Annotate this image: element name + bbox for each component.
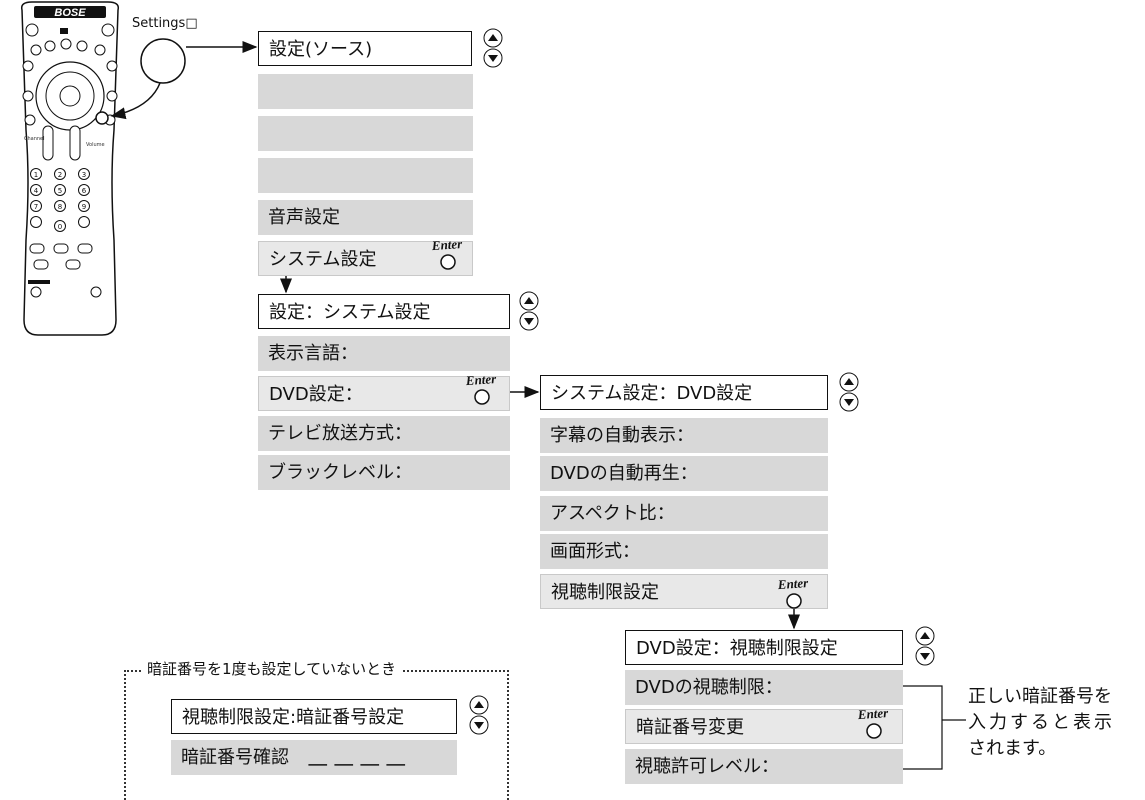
svg-text:Channel: Channel xyxy=(24,136,45,142)
level3-item-aspect[interactable]: アスペクト比： xyxy=(540,496,828,531)
note-line-3: されます。 xyxy=(968,738,1057,759)
level1-item-blank-1 xyxy=(258,74,473,109)
level2-item-language[interactable]: 表示言語： xyxy=(258,336,510,371)
bose-logo: BOSE xyxy=(54,7,86,19)
up-down-arrow-icon xyxy=(519,291,539,331)
svg-text:1: 1 xyxy=(34,171,38,179)
svg-text:6: 6 xyxy=(82,187,87,195)
up-down-arrow-icon xyxy=(469,695,489,735)
level3-item-autoplay[interactable]: DVDの自動再生： xyxy=(540,456,828,491)
settings-button-callout[interactable] xyxy=(138,36,188,86)
level4-title: DVD設定：視聴制限設定 xyxy=(625,630,903,665)
level2-item-tv-system[interactable]: テレビ放送方式： xyxy=(258,416,510,451)
level3-item-subtitles[interactable]: 字幕の自動表示： xyxy=(540,418,828,453)
up-down-arrow-icon xyxy=(915,626,935,666)
settings-button-label: Settings□ xyxy=(132,16,198,31)
level1-item-blank-3 xyxy=(258,158,473,193)
level1-item-blank-2 xyxy=(258,116,473,151)
svg-text:3: 3 xyxy=(82,171,86,179)
svg-text:8: 8 xyxy=(58,203,62,211)
first-time-confirm-row[interactable]: 暗証番号確認 ＿＿＿＿ xyxy=(171,740,457,775)
svg-text:Volume: Volume xyxy=(86,142,105,148)
level2-item-dvd[interactable]: DVD設定： xyxy=(258,376,510,411)
enter-icon: Enter xyxy=(856,706,890,739)
enter-icon: Enter xyxy=(776,576,810,609)
svg-text:Enter: Enter xyxy=(776,576,809,592)
level2-title: 設定：システム設定 xyxy=(258,294,510,329)
pin-placeholder: ＿＿＿＿ xyxy=(308,747,413,768)
svg-text:2: 2 xyxy=(58,171,62,179)
level3-item-screen-format[interactable]: 画面形式： xyxy=(540,534,828,569)
svg-text:7: 7 xyxy=(34,203,38,211)
level3-item-parental[interactable]: 視聴制限設定 xyxy=(540,574,828,609)
level4-item-rating-level[interactable]: 視聴許可レベル： xyxy=(625,749,903,784)
level3-title: システム設定：DVD設定 xyxy=(540,375,828,410)
first-time-confirm-label: 暗証番号確認 xyxy=(181,747,289,768)
first-time-label: 暗証番号を1度も設定していないとき xyxy=(141,658,403,680)
svg-text:Enter: Enter xyxy=(430,237,463,253)
first-time-frame xyxy=(124,670,509,800)
svg-text:4: 4 xyxy=(34,187,39,195)
svg-text:9: 9 xyxy=(82,203,86,211)
level1-item-audio[interactable]: 音声設定 xyxy=(258,200,473,235)
svg-text:Enter: Enter xyxy=(464,372,497,388)
level1-item-system[interactable]: システム設定 xyxy=(258,241,473,276)
note-line-2: 入力すると表示 xyxy=(968,712,1115,733)
first-time-title: 視聴制限設定:暗証番号設定 xyxy=(171,699,457,734)
level2-item-black-level[interactable]: ブラックレベル： xyxy=(258,455,510,490)
svg-text:0: 0 xyxy=(58,223,62,231)
up-down-arrow-icon xyxy=(483,28,503,68)
level1-title: 設定(ソース) xyxy=(258,31,472,66)
enter-icon: Enter xyxy=(430,237,464,270)
svg-text:5: 5 xyxy=(58,187,62,195)
svg-text:Enter: Enter xyxy=(856,706,889,722)
up-down-arrow-icon xyxy=(839,372,859,412)
level4-item-dvd-parental[interactable]: DVDの視聴制限： xyxy=(625,670,903,705)
enter-icon: Enter xyxy=(464,372,498,405)
level4-item-change-pin[interactable]: 暗証番号変更 xyxy=(625,709,903,744)
note-line-1: 正しい暗証番号を xyxy=(968,686,1112,707)
